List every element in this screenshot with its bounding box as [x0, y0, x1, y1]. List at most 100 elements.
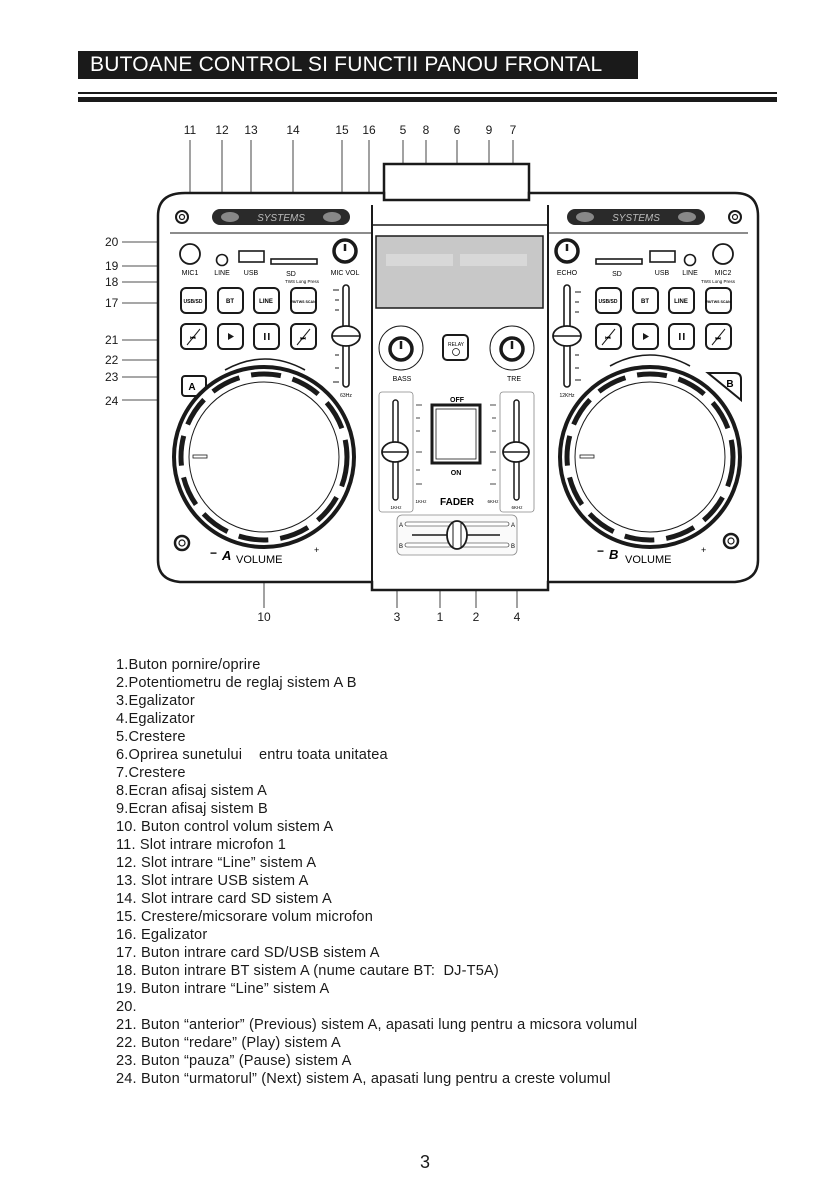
fm-scan-button-b[interactable]: FM/TWS SCAN — [705, 287, 732, 314]
usb-sd-button-a[interactable]: USB/SD — [180, 287, 207, 314]
next-icon: ⏭ — [300, 336, 306, 342]
line-button-b[interactable]: LINE — [668, 287, 695, 314]
prev-button-b[interactable]: ⏮ — [595, 323, 622, 350]
pause-button-b[interactable] — [668, 323, 695, 350]
pause-button-a[interactable] — [253, 323, 280, 350]
fader-label: FADER — [440, 497, 475, 508]
screw-icon — [728, 210, 742, 224]
screw-icon — [722, 532, 740, 550]
callout-21: 21 — [105, 333, 119, 347]
callout-16: 16 — [362, 123, 376, 137]
callout-19: 19 — [105, 259, 119, 273]
mic2-jack[interactable] — [712, 243, 734, 265]
callout-3: 3 — [394, 610, 401, 624]
callout-14: 14 — [286, 123, 300, 137]
callout-8: 8 — [423, 123, 430, 137]
svg-text:USB/SD: USB/SD — [599, 299, 618, 305]
mic1-jack[interactable] — [179, 243, 201, 265]
callout-5: 5 — [400, 123, 407, 137]
pause-icon — [679, 333, 685, 340]
svg-text:USB/SD: USB/SD — [184, 299, 203, 305]
callout-23: 23 — [105, 370, 119, 384]
callout-20: 20 — [105, 235, 119, 249]
legend-item: 5.Crestere — [116, 729, 186, 745]
line-jack-a[interactable] — [215, 253, 229, 267]
eq-slider-b-label: 12KHz — [559, 393, 575, 399]
deck-a-buttons: USB/SD BT LINE FM/TWS SCAN ⏮ ⏭ — [180, 287, 317, 350]
volume-b-minus: − — [597, 544, 604, 558]
line-button-a[interactable]: LINE — [253, 287, 280, 314]
mic2-label: MIC2 — [715, 270, 732, 277]
eq-6khz-side-label: 6KHz — [487, 499, 499, 504]
callout-17: 17 — [105, 296, 119, 310]
volume-a-label: VOLUME — [236, 554, 282, 566]
svg-text:LINE: LINE — [674, 299, 688, 305]
legend-item: 24. Buton “urmatorul” (Next) sistem A, a… — [116, 1071, 611, 1087]
echo-label: ECHO — [557, 270, 578, 277]
callout-11: 11 — [184, 123, 197, 137]
tws-note-a: TWS Long Press — [285, 279, 320, 284]
deck-b-tag — [705, 372, 742, 403]
legend-item: 17. Buton intrare card SD/USB sistem A — [116, 945, 380, 961]
sd-slot-a[interactable] — [270, 258, 318, 265]
legend-item: 1.Buton pornire/oprire — [116, 657, 261, 673]
prev-icon: ⏮ — [190, 336, 196, 342]
legend-item: 19. Buton intrare “Line” sistem A — [116, 981, 330, 997]
legend-item: 18. Buton intrare BT sistem A (nume caut… — [116, 963, 499, 979]
callout-13: 13 — [244, 123, 258, 137]
treble-label: TRE — [507, 376, 521, 383]
divider-thin — [78, 92, 777, 94]
legend-item: 10. Buton control volum sistem A — [116, 819, 334, 835]
callout-2: 2 — [473, 610, 480, 624]
line-jack-b[interactable] — [683, 253, 697, 267]
mic-vol-label: MIC VOL — [331, 270, 360, 277]
deck-b-tag-label: B — [726, 379, 733, 390]
eq-slider-a-label: 63Hz — [340, 393, 352, 399]
svg-text:FM/TWS SCAN: FM/TWS SCAN — [290, 300, 316, 304]
legend-item: 11. Slot intrare microfon 1 — [116, 837, 287, 853]
mute-icon — [452, 348, 460, 356]
usb-label-a: USB — [244, 270, 259, 277]
pause-icon — [264, 333, 270, 340]
play-button-a[interactable] — [217, 323, 244, 350]
legend-item: 22. Buton “redare” (Play) sistem A — [116, 1035, 341, 1051]
usb-label-b: USB — [655, 270, 670, 277]
svg-text:LINE: LINE — [259, 299, 273, 305]
bt-button-b[interactable]: BT — [632, 287, 659, 314]
usb-sd-button-b[interactable]: USB/SD — [595, 287, 622, 314]
bt-button-a[interactable]: BT — [217, 287, 244, 314]
line-label-b: LINE — [682, 270, 698, 277]
jog-arc-arrow-b — [609, 354, 691, 367]
brand-logo-a: SYSTEMS — [257, 213, 305, 224]
callout-10: 10 — [257, 610, 271, 624]
crossfader-a-right: A — [511, 523, 515, 529]
sd-slot-b[interactable] — [595, 258, 643, 265]
next-button-b[interactable]: ⏭ — [705, 323, 732, 350]
svg-text:FM/TWS SCAN: FM/TWS SCAN — [705, 300, 731, 304]
relay-button[interactable]: RELAY — [442, 334, 469, 361]
prev-button-a[interactable]: ⏮ — [180, 323, 207, 350]
callout-4: 4 — [514, 610, 521, 624]
crossfader-b-left: B — [399, 544, 403, 550]
next-icon: ⏭ — [715, 336, 721, 342]
volume-a-tag: A — [221, 548, 231, 563]
crossfader-knob[interactable] — [446, 520, 468, 550]
legend-item: 20. — [116, 999, 137, 1015]
sd-label-b: SD — [612, 271, 622, 278]
fm-scan-button-a[interactable]: FM/TWS SCAN — [290, 287, 317, 314]
eq-1khz-side-label: 1KHz — [415, 499, 427, 504]
brand-logo-b: SYSTEMS — [612, 213, 660, 224]
usb-port-b[interactable] — [649, 250, 676, 263]
usb-port-a[interactable] — [238, 250, 265, 263]
callout-15: 15 — [335, 123, 349, 137]
play-button-b[interactable] — [632, 323, 659, 350]
deck-b-buttons: USB/SD BT LINE FM/TWS SCAN ⏮ ⏭ — [595, 287, 732, 350]
callout-18: 18 — [105, 275, 119, 289]
front-panel-diagram: 11 12 13 14 15 16 5 8 6 9 7 20 19 18 17 … — [105, 123, 760, 624]
section-title: BUTOANE CONTROL SI FUNCTII PANOU FRONTAL — [78, 51, 638, 79]
next-button-a[interactable]: ⏭ — [290, 323, 317, 350]
divider-thick — [78, 97, 777, 102]
callout-22: 22 — [105, 353, 119, 367]
power-switch[interactable] — [430, 403, 482, 465]
legend-item: 16. Egalizator — [116, 927, 208, 943]
